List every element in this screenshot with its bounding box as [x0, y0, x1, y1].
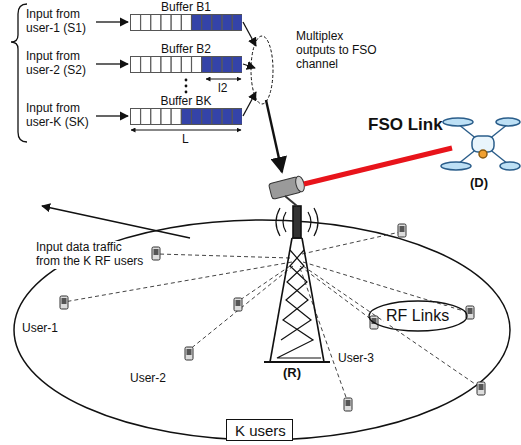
input-label: Input from user-2 (S2) — [26, 50, 96, 78]
buffer-cell — [161, 109, 171, 125]
buffer-cell — [151, 109, 161, 125]
buffer-cell — [171, 57, 181, 73]
users-box: K users — [226, 419, 293, 441]
buffer-queue: Buffer B2 — [130, 42, 242, 74]
buffer-cell — [141, 15, 151, 31]
node-id: (R) — [283, 366, 301, 381]
link-label: FSO Link — [368, 115, 443, 135]
buffer-cell — [181, 15, 191, 31]
buffer-cell — [212, 15, 222, 31]
dimension-label: l2 — [218, 82, 227, 96]
base-station-tower — [264, 206, 330, 362]
buffer-cell — [131, 109, 141, 125]
buffer-cells — [130, 56, 242, 74]
buffer-cell — [202, 57, 212, 73]
buffer-cell — [222, 57, 232, 73]
buffer-cell — [222, 109, 232, 125]
user-label: User-3 — [338, 352, 374, 366]
buffer-cell — [202, 15, 212, 31]
multiplex-label: Multiplex outputs to FSO channel — [296, 30, 380, 71]
box-label: K users — [235, 422, 286, 440]
arrow — [42, 206, 190, 238]
buffer-cell — [181, 109, 191, 125]
drone — [441, 118, 520, 170]
user-label: User-2 — [130, 372, 166, 386]
buffer-cell — [232, 15, 242, 31]
ellipse-shape — [369, 301, 467, 331]
buffer-cell — [131, 15, 141, 31]
buffer-queue: Buffer B1 — [130, 0, 242, 32]
buffer-queue: Buffer BK — [130, 94, 242, 126]
buffer-cell — [232, 57, 242, 73]
rf-links-ellipse: RF Links — [368, 300, 468, 332]
buffer-cell — [141, 57, 151, 73]
buffer-cell — [212, 57, 222, 73]
arrow — [96, 21, 128, 22]
user-label: User-1 — [22, 322, 58, 336]
buffer-cell — [192, 15, 202, 31]
dimension-label: L — [182, 133, 189, 147]
buffer-cells — [130, 108, 242, 126]
input-label: Input from user-1 (S1) — [26, 8, 96, 36]
ellipse-label: RF Links — [384, 306, 451, 325]
fso-transmitter — [269, 175, 306, 206]
buffer-cell — [202, 109, 212, 125]
buffer-cell — [171, 15, 181, 31]
buffer-cells — [130, 14, 242, 32]
buffer-label: Buffer B2 — [130, 42, 242, 56]
buffer-cell — [181, 57, 191, 73]
ellipsis-dots — [185, 79, 188, 94]
coverage-ellipse — [14, 220, 510, 440]
buffer-cell — [192, 57, 202, 73]
input-label: Input from user-K (SK) — [26, 102, 96, 130]
bracket — [11, 4, 27, 142]
buffer-cell — [151, 15, 161, 31]
buffer-cell — [222, 15, 232, 31]
buffer-cell — [151, 57, 161, 73]
buffer-cell — [161, 15, 171, 31]
traffic-note: Input data traffic from the K RF users — [36, 241, 144, 269]
buffer-cell — [161, 57, 171, 73]
arrow — [243, 22, 256, 46]
buffer-label: Buffer BK — [130, 94, 242, 108]
dimension-arrow — [131, 130, 241, 131]
buffer-cell — [131, 57, 141, 73]
arrow — [96, 115, 128, 116]
buffer-cell — [171, 109, 181, 125]
node-id: (D) — [470, 176, 488, 191]
buffer-cell — [192, 109, 202, 125]
buffer-label: Buffer B1 — [130, 0, 242, 14]
arrow — [243, 64, 255, 68]
buffer-cell — [141, 109, 151, 125]
dimension-arrow — [206, 79, 241, 80]
buffer-cell — [232, 109, 242, 125]
arrow — [96, 63, 128, 64]
buffer-cell — [212, 109, 222, 125]
arrow — [243, 92, 256, 116]
multiplex-arrow — [266, 100, 282, 172]
fso-beam — [304, 148, 452, 184]
